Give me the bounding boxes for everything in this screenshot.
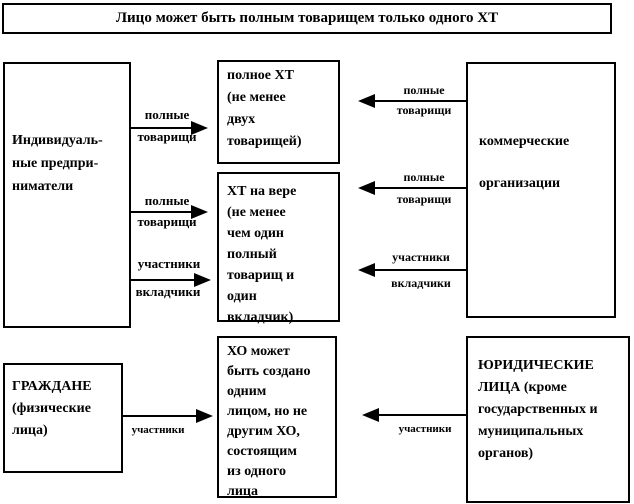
arrow-left-bottom-shaft: [131, 279, 195, 281]
arrowhead-right-icon: [196, 409, 213, 423]
box-line: (физические: [12, 401, 91, 416]
box-line: органов): [478, 446, 534, 461]
box-line: ХТ на вере: [227, 184, 297, 199]
box-line: лицом, но не: [227, 404, 308, 419]
box-line: ные предпри-: [12, 156, 99, 171]
box-line: лица: [227, 484, 258, 499]
arrow-citizens-shaft: [123, 415, 197, 417]
arrowhead-left-icon: [358, 263, 375, 277]
arrow-legal-shaft: [379, 414, 466, 416]
arrow-label: полные: [403, 83, 445, 97]
box-line: ниматели: [12, 179, 74, 194]
arrow-label: полные: [144, 107, 190, 122]
box-line: товарищ и: [227, 268, 295, 283]
arrow-label: полные: [403, 170, 445, 184]
box-line: ГРАЖДАНЕ: [12, 379, 92, 394]
arrowhead-right-icon: [194, 273, 211, 287]
arrow-label: товарищи: [396, 192, 452, 206]
box-line: вкладчик): [227, 310, 294, 325]
box-line: коммерческие: [479, 134, 570, 149]
arrow-label: товарищи: [137, 129, 197, 144]
box-line: ХО может: [227, 344, 290, 359]
box-commercial-organizations: коммерческие организации: [466, 62, 616, 318]
box-line: ЛИЦА (кроме: [478, 380, 567, 395]
box-limited-partnership: ХТ на вере (не менее чем один полный тов…: [217, 172, 340, 325]
diagram-title: Лицо может быть полным товарищем только …: [115, 10, 499, 26]
box-citizens: ГРАЖДАНЕ (физические лица): [3, 363, 123, 473]
box-line: двух: [227, 112, 256, 127]
arrowhead-left-icon: [358, 94, 375, 108]
box-line: одним: [227, 384, 267, 399]
title-box: Лицо может быть полным товарищем только …: [2, 3, 612, 34]
arrow-left-top-shaft: [131, 127, 192, 129]
box-line: другим ХО,: [227, 424, 300, 439]
arrow-left-middle-shaft: [131, 211, 192, 213]
box-line: муниципальных: [478, 424, 584, 439]
box-legal-entities: ЮРИДИЧЕСКИЕ ЛИЦА (кроме государственных …: [466, 336, 630, 503]
box-individual-entrepreneurs: Индивидуаль- ные предпри- ниматели: [3, 62, 131, 328]
box-business-company-rule: ХО может быть создано одним лицом, но не…: [217, 336, 337, 499]
box-line: лица): [12, 423, 48, 438]
arrow-label: товарищи: [396, 103, 452, 117]
box-line: ЮРИДИЧЕСКИЕ: [478, 358, 594, 373]
box-line: состоящим: [227, 444, 297, 459]
box-full-partnership: полное ХТ (не менее двух товарищей): [217, 60, 340, 164]
arrow-right-middle-shaft: [375, 187, 466, 189]
arrow-label: участники: [398, 423, 452, 435]
box-line: (не менее: [227, 205, 286, 220]
arrow-label: вкладчики: [391, 276, 451, 290]
arrow-right-bottom-shaft: [375, 269, 466, 271]
arrowhead-right-icon: [191, 121, 208, 135]
arrow-right-top-shaft: [375, 100, 466, 102]
arrow-label: полные: [144, 193, 190, 208]
arrow-label: участники: [137, 256, 201, 271]
box-line: (не менее: [227, 90, 286, 105]
box-line: товарищей): [227, 134, 302, 149]
arrowhead-left-icon: [362, 408, 379, 422]
box-line: быть создано: [227, 364, 311, 379]
arrow-label: участники: [131, 424, 185, 436]
box-line: из одного: [227, 464, 286, 479]
arrow-label: вкладчики: [135, 284, 201, 299]
box-line: государственных и: [478, 402, 598, 417]
box-line: Индивидуаль-: [12, 133, 103, 148]
arrowhead-left-icon: [358, 181, 375, 195]
box-line: чем один: [227, 226, 284, 241]
arrow-label: участники: [392, 250, 450, 264]
arrowhead-right-icon: [191, 205, 208, 219]
box-line: полный: [227, 247, 277, 262]
box-line: полное ХТ: [227, 68, 294, 83]
box-line: один: [227, 289, 257, 304]
arrow-label: товарищи: [137, 214, 197, 229]
box-line: организации: [479, 176, 561, 191]
